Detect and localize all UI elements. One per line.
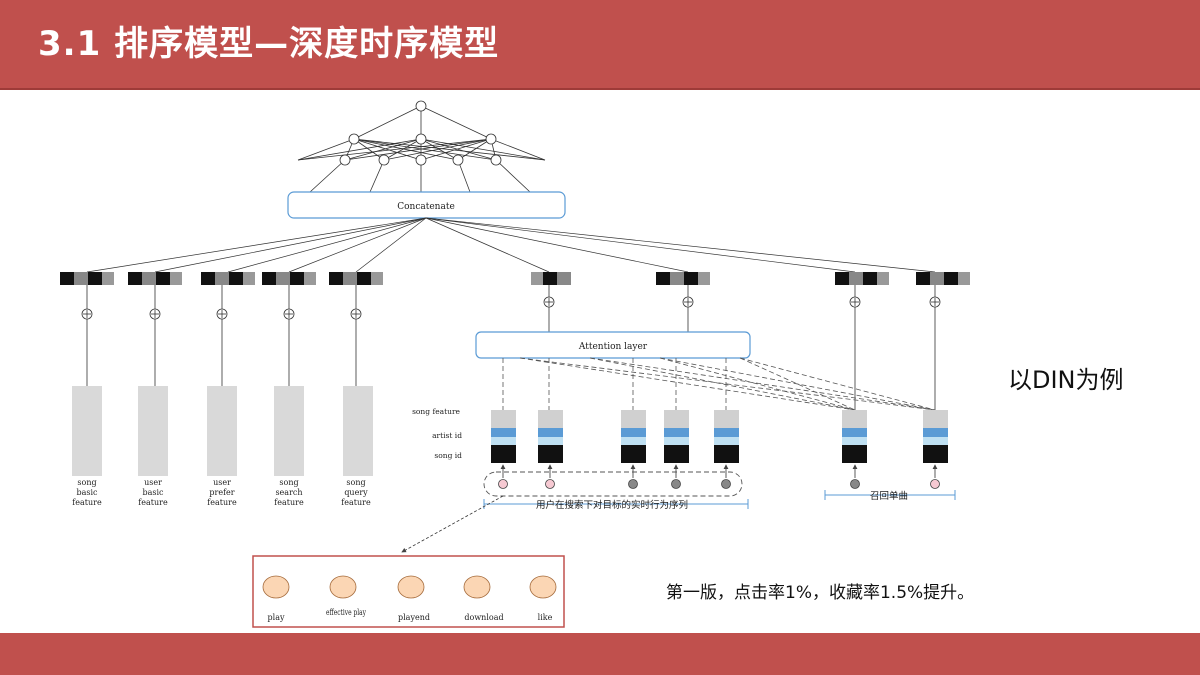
action-label-effective-play: effective play (326, 608, 366, 617)
sequence-span-marker (483, 499, 749, 509)
action-node-effective-play (329, 575, 357, 599)
behavior-sequence-group (483, 471, 743, 497)
sequence-item-stacks (491, 410, 948, 463)
feature-label-line: feature (207, 498, 237, 507)
attention-dashed-links (502, 357, 936, 411)
attention-label: Attention layer (578, 342, 648, 352)
concat-fanout-lines (86, 217, 936, 273)
slide-title: 3.1 排序模型—深度时序模型 (38, 24, 500, 64)
feature-label-line: feature (274, 498, 304, 507)
action-label-play: play (268, 613, 285, 622)
feature-label-line: song (77, 478, 96, 487)
concatenate-label: Concatenate (397, 202, 455, 212)
feature-label-line: user (213, 478, 231, 487)
attention-layer: Attention layer (475, 331, 751, 359)
feature-label-line: song (346, 478, 365, 487)
seq-label-song-id: song id (434, 451, 462, 460)
action-node-play (262, 575, 290, 599)
action-label-playend: playend (398, 613, 430, 622)
seq-label-artist-id: artist id (432, 431, 462, 440)
seq-label-song-feature: song feature (412, 407, 460, 416)
feature-bars (72, 386, 373, 476)
action-node-download (463, 575, 491, 599)
feature-label-line: basic (76, 488, 98, 497)
slide-footer (0, 633, 1200, 675)
feature-label-line: query (344, 488, 368, 497)
slide-header: 3.1 排序模型—深度时序模型 (0, 0, 1200, 90)
side-note: 以DIN为例 (1008, 366, 1124, 394)
sequence-side-labels: song feature artist id song id (412, 407, 462, 460)
action-node-playend (397, 575, 425, 599)
feature-label-line: basic (142, 488, 164, 497)
action-label-download: download (464, 613, 503, 622)
sequence-caption: 用户在搜索下对目标的实时行为序列 (536, 499, 688, 511)
behavior-arrows (500, 464, 938, 478)
feature-label-line: feature (341, 498, 371, 507)
expand-arrow (401, 495, 504, 553)
feature-labels: song basic feature user basic feature us… (72, 478, 371, 507)
embedding-blocks (60, 272, 970, 285)
action-label-like: like (538, 613, 553, 622)
target-span-marker (824, 490, 956, 500)
feature-label-line: feature (72, 498, 102, 507)
result-note: 第一版，点击率1%，收藏率1.5%提升。 (666, 583, 975, 603)
feature-label-line: search (275, 488, 302, 497)
action-node-like (529, 575, 557, 599)
concatenate-layer: Concatenate (287, 191, 566, 219)
mlp-network (297, 100, 546, 193)
target-caption: 召回单曲 (870, 490, 908, 502)
sum-pooling-ops (81, 285, 941, 410)
action-types-box: play effective play playend download lik… (252, 555, 565, 628)
feature-label-line: song (279, 478, 298, 487)
feature-label-line: user (144, 478, 162, 487)
behavior-nodes (498, 479, 940, 489)
feature-label-line: feature (138, 498, 168, 507)
feature-label-line: prefer (209, 488, 234, 497)
